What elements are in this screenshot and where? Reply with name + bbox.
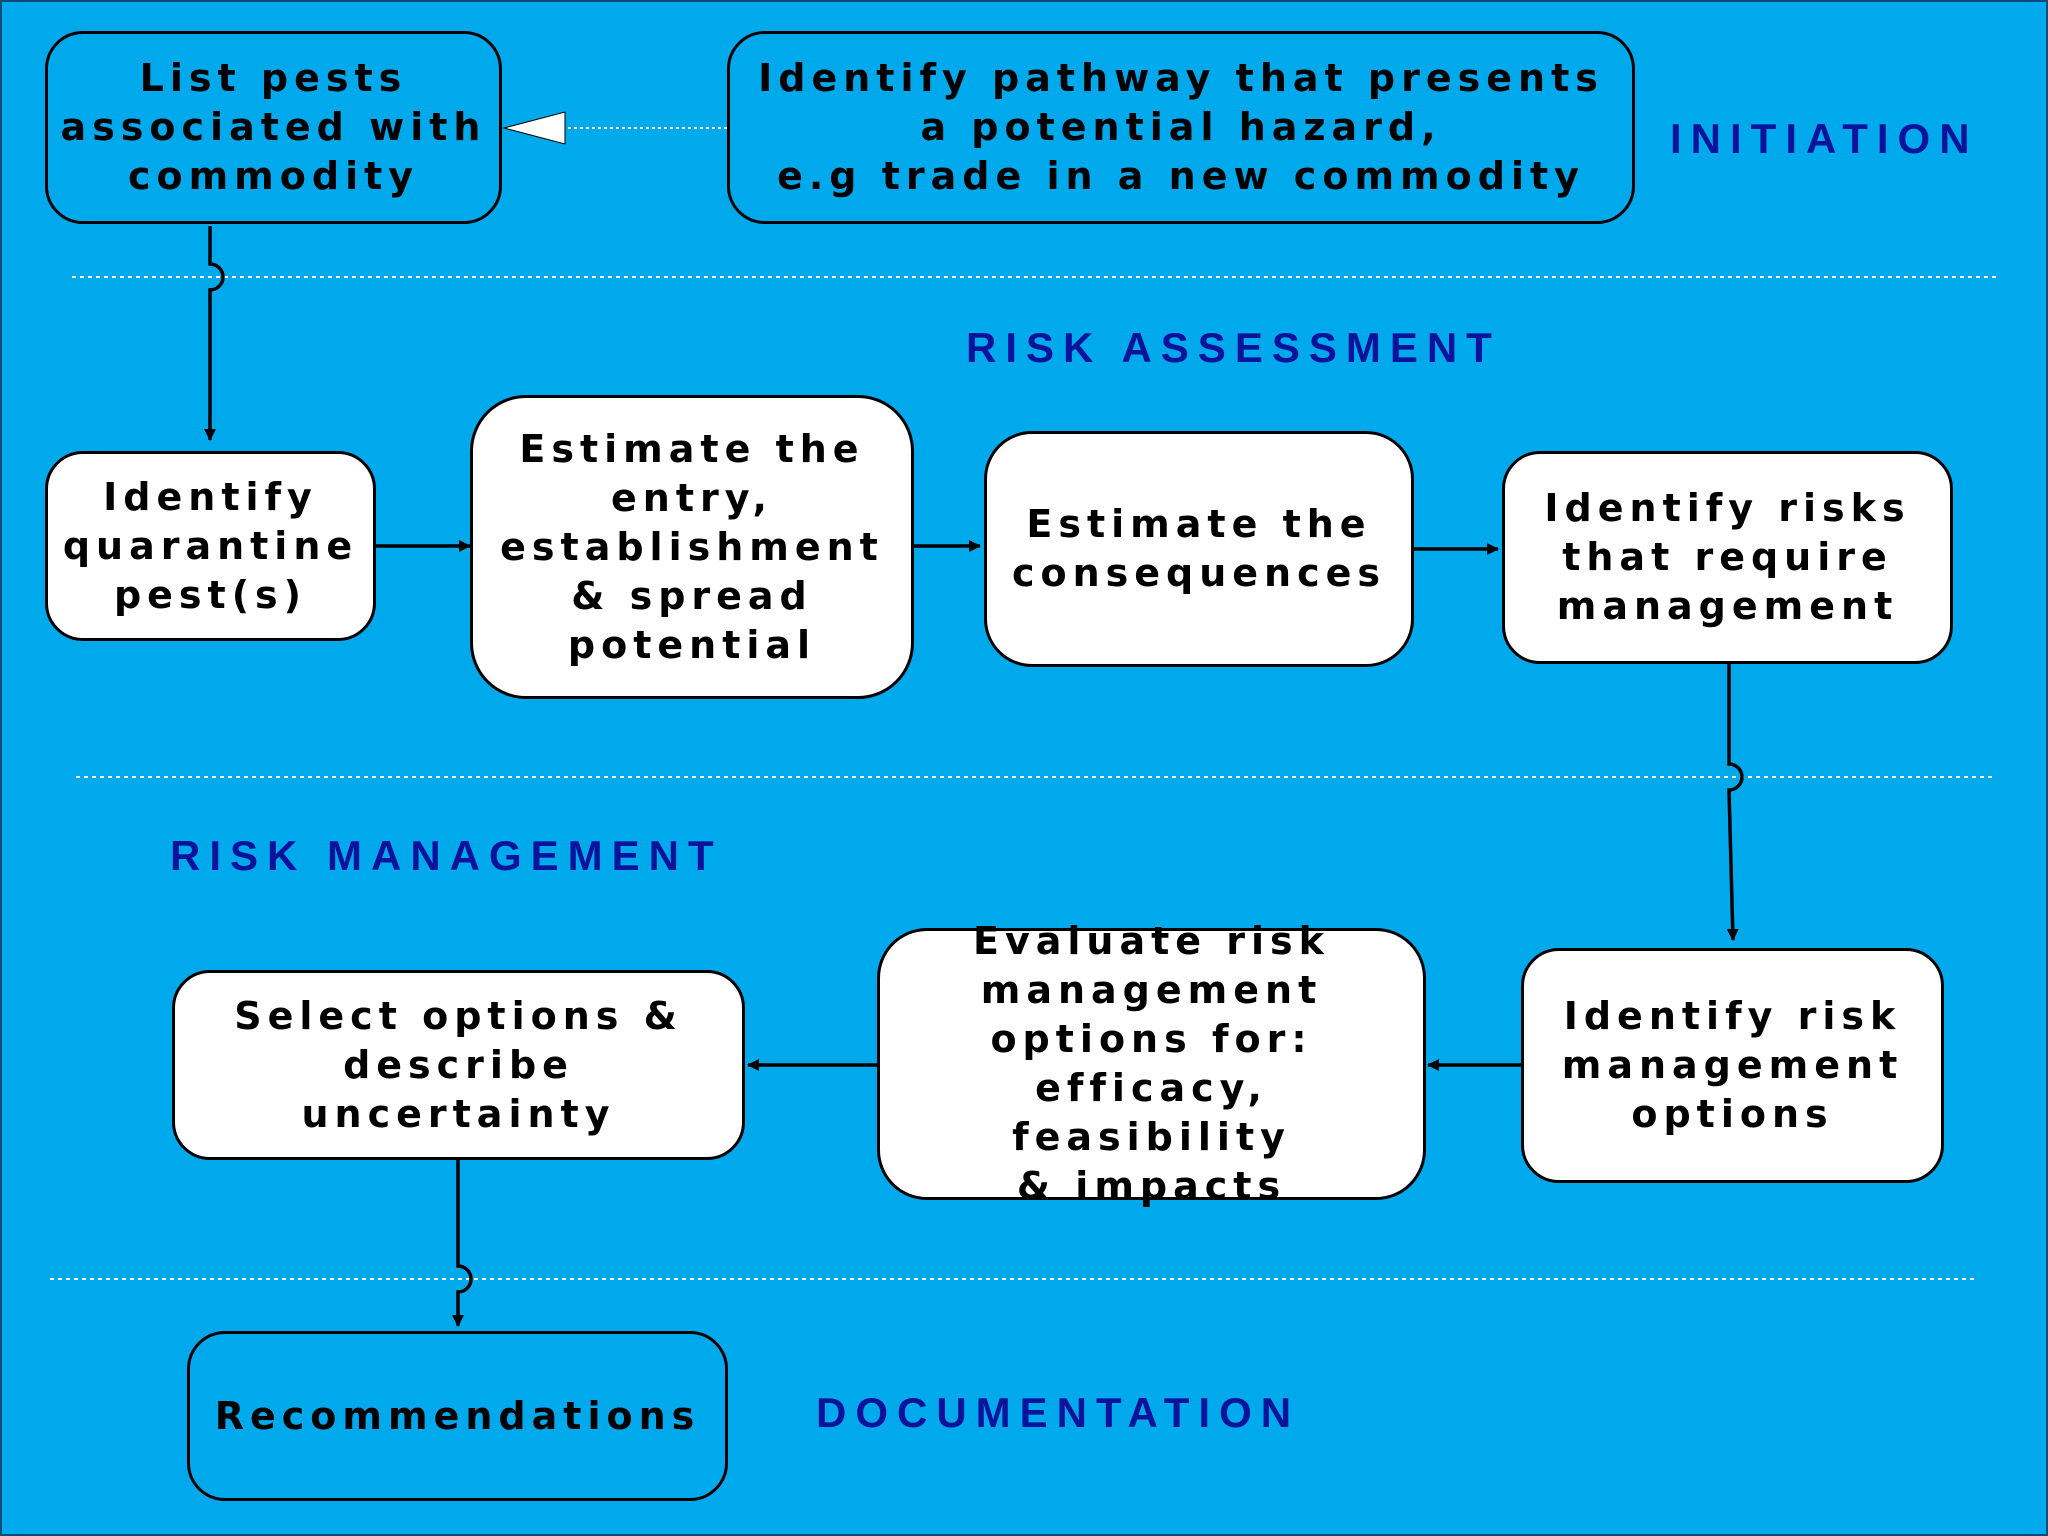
box-estimate-entry: Estimate the entry, establishment & spre…	[470, 395, 914, 699]
box-list-pests: List pests associated with commodity	[45, 31, 502, 224]
arrow-select-to-recommendations	[452, 1160, 473, 1327]
box-identify-quarantine-pests: Identify quarantine pest(s)	[45, 451, 376, 641]
box-estimate-consequences: Estimate the consequences	[984, 431, 1414, 667]
section-label-risk-assessment: RISK ASSESSMENT	[966, 324, 1501, 371]
section-label-risk-management: RISK MANAGEMENT	[170, 832, 723, 879]
arrow-list-pests-to-quarantine	[204, 226, 225, 441]
arrowhead-hollow	[502, 111, 566, 145]
section-label-initiation: INITIATION	[1670, 115, 1979, 162]
box-select-options: Select options & describe uncertainty	[172, 970, 745, 1160]
box-identify-pathway: Identify pathway that presents a potenti…	[727, 31, 1635, 224]
box-identify-options: Identify risk management options	[1521, 948, 1944, 1183]
box-evaluate-options: Evaluate risk management options for: ef…	[877, 919, 1426, 1208]
box-identify-risks: Identify risks that require management	[1502, 451, 1953, 664]
box-recommendations: Recommendations	[187, 1331, 728, 1501]
section-label-documentation: DOCUMENTATION	[816, 1389, 1301, 1436]
arrow-risks-to-options	[1726, 663, 1744, 941]
